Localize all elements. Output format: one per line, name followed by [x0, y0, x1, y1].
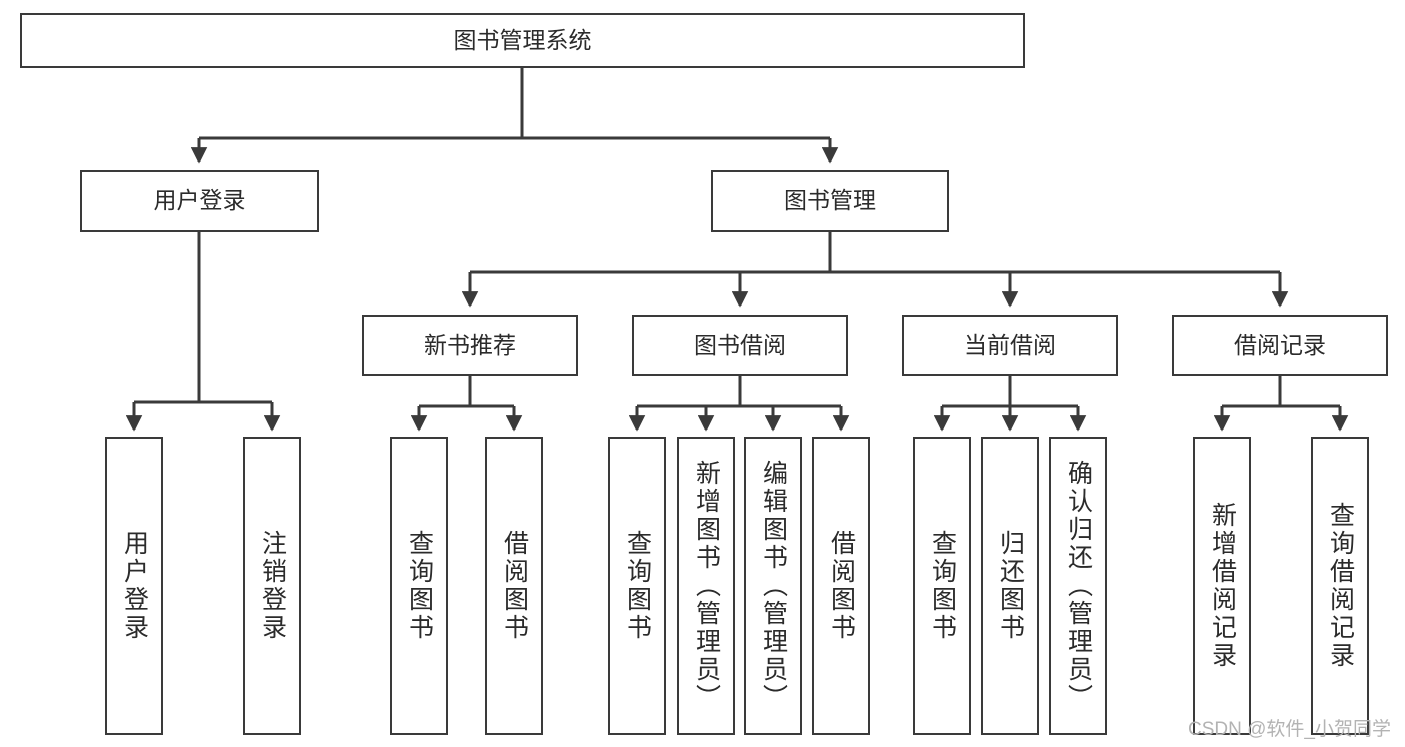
leaf-add-borrow-record[interactable]: 新增借阅记录 [1193, 437, 1251, 735]
node-book-borrow-label: 图书借阅 [694, 331, 786, 358]
watermark-text: CSDN @软件_小贺同学 [1188, 719, 1391, 740]
leaf-borrow-book-label: 借阅图书 [827, 530, 856, 642]
leaf-query-borrow-record[interactable]: 查询借阅记录 [1311, 437, 1369, 735]
leaf-borrow-book[interactable]: 借阅图书 [812, 437, 870, 735]
node-borrow-record[interactable]: 借阅记录 [1172, 315, 1388, 376]
leaf-return-book-label: 归还图书 [996, 530, 1025, 642]
leaf-edit-book-admin[interactable]: 编辑图书（管理员） [744, 437, 802, 735]
leaf-add-borrow-record-label: 新增借阅记录 [1208, 502, 1237, 670]
leaf-query-book-borrow-label: 查询图书 [623, 530, 652, 642]
leaf-query-book-borrow[interactable]: 查询图书 [608, 437, 666, 735]
leaf-query-borrow-record-label: 查询借阅记录 [1326, 502, 1355, 670]
node-root-label: 图书管理系统 [453, 26, 592, 53]
node-user-login[interactable]: 用户登录 [80, 170, 319, 232]
leaf-confirm-return-admin-label: 确认归还（管理员） [1064, 460, 1093, 712]
leaf-edit-book-admin-label: 编辑图书（管理员） [759, 460, 788, 712]
leaf-query-book-current[interactable]: 查询图书 [913, 437, 971, 735]
node-borrow-record-label: 借阅记录 [1234, 331, 1326, 358]
leaf-user-login[interactable]: 用户登录 [105, 437, 163, 735]
node-current-borrow[interactable]: 当前借阅 [902, 315, 1118, 376]
leaf-return-book[interactable]: 归还图书 [981, 437, 1039, 735]
leaf-logout[interactable]: 注销登录 [243, 437, 301, 735]
leaf-add-book-admin[interactable]: 新增图书（管理员） [677, 437, 735, 735]
node-current-borrow-label: 当前借阅 [964, 331, 1056, 358]
leaf-user-login-label: 用户登录 [120, 530, 149, 642]
leaf-logout-label: 注销登录 [258, 530, 287, 642]
node-book-borrow[interactable]: 图书借阅 [632, 315, 848, 376]
leaf-add-book-admin-label: 新增图书（管理员） [692, 460, 721, 712]
node-new-book-recommend-label: 新书推荐 [424, 331, 516, 358]
node-book-management[interactable]: 图书管理 [711, 170, 949, 232]
leaf-confirm-return-admin[interactable]: 确认归还（管理员） [1049, 437, 1107, 735]
node-new-book-recommend[interactable]: 新书推荐 [362, 315, 578, 376]
leaf-query-book-current-label: 查询图书 [928, 530, 957, 642]
leaf-query-book-recommend-label: 查询图书 [405, 530, 434, 642]
leaf-borrow-book-recommend-label: 借阅图书 [500, 530, 529, 642]
node-user-login-label: 用户登录 [153, 187, 246, 214]
leaf-borrow-book-recommend[interactable]: 借阅图书 [485, 437, 543, 735]
node-book-management-label: 图书管理 [784, 187, 876, 214]
leaf-query-book-recommend[interactable]: 查询图书 [390, 437, 448, 735]
node-root[interactable]: 图书管理系统 [20, 13, 1025, 68]
